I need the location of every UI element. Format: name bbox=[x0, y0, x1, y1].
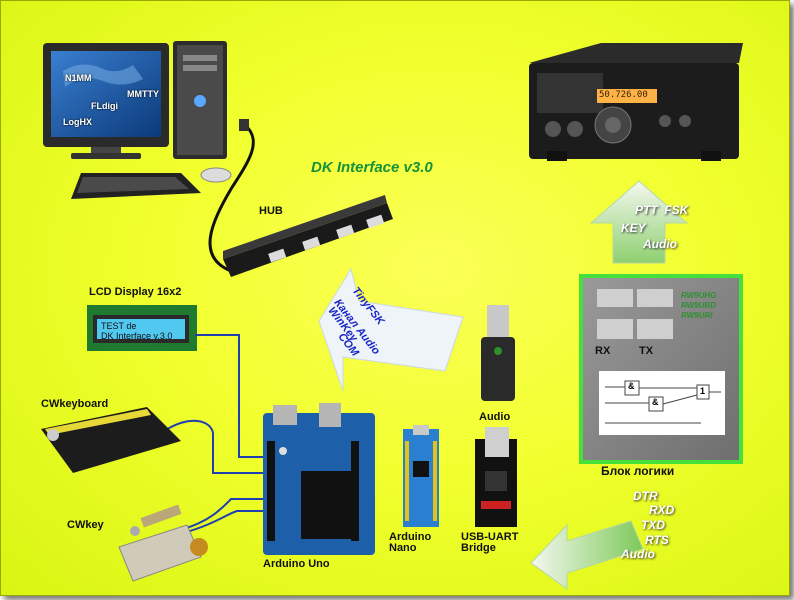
usb-hub bbox=[223, 195, 393, 277]
cwkeyboard-label: CWkeyboard bbox=[41, 398, 109, 410]
dtr-text: DTR bbox=[633, 489, 658, 503]
audio-bottom-text: Audio bbox=[621, 547, 655, 561]
callsign-list: RW9UHG RW9URD RW9URI bbox=[681, 291, 716, 321]
gate-and-1: & bbox=[628, 381, 635, 391]
logic-block-label: Блок логики bbox=[601, 464, 675, 478]
lcd-line-2: DK Interface v.3.0 bbox=[101, 331, 173, 341]
blue-wires bbox=[160, 334, 269, 534]
radio-display: 50.726.00 bbox=[599, 90, 648, 100]
gate-and-2: & bbox=[652, 397, 659, 407]
callsign-1: RW9UHG bbox=[681, 291, 717, 300]
transceiver bbox=[529, 43, 743, 161]
rts-text: RTS bbox=[645, 533, 669, 547]
hub-label: HUB bbox=[259, 205, 283, 217]
app-label-mmtty: MMTTY bbox=[127, 89, 159, 99]
usb-uart-bridge bbox=[475, 427, 517, 527]
up-arrow-radio bbox=[589, 180, 689, 264]
lcd-line-1: TEST de bbox=[101, 321, 137, 331]
lcd-screen-text: TEST de DK Interface v.3.0 bbox=[101, 321, 172, 341]
callsign-2: RW9URD bbox=[681, 301, 716, 310]
key-text: KEY bbox=[621, 221, 646, 235]
app-label-loghx: LogHX bbox=[63, 117, 92, 127]
pc-tower bbox=[173, 41, 227, 159]
arduino-nano-label: Arduino Nano bbox=[389, 531, 432, 554]
diagram-title: DK Interface v3.0 bbox=[311, 159, 433, 176]
ptt-fsk-text: PTT FSK bbox=[635, 203, 689, 217]
rx-label: RX bbox=[595, 345, 611, 357]
arduino-uno bbox=[263, 403, 375, 555]
cw-keyboard bbox=[41, 407, 181, 473]
arduino-nano bbox=[403, 425, 439, 527]
app-label-fldigi: FLdigi bbox=[91, 101, 118, 111]
rxd-text: RXD bbox=[649, 503, 675, 517]
tx-label: TX bbox=[639, 345, 654, 357]
txd-text: TXD bbox=[641, 518, 665, 532]
audio-arrow-text: Audio bbox=[643, 237, 677, 251]
audio-label: Audio bbox=[479, 411, 511, 423]
arduino-uno-label: Arduino Uno bbox=[263, 558, 330, 570]
callsign-3: RW9URI bbox=[681, 311, 713, 320]
center-arrow bbox=[318, 267, 464, 392]
usb-cable-pc bbox=[208, 123, 255, 273]
gate-or: 1 bbox=[700, 386, 706, 396]
lcd-display bbox=[87, 305, 197, 351]
cw-key bbox=[118, 504, 208, 582]
app-label-n1mm: N1MM bbox=[65, 73, 92, 83]
monitor bbox=[43, 43, 169, 159]
lcd-label: LCD Display 16x2 bbox=[89, 286, 182, 298]
usb-sound-card bbox=[481, 305, 515, 401]
logic-panel bbox=[579, 274, 743, 464]
cwkey-label: CWkey bbox=[67, 519, 104, 531]
usb-uart-label: USB-UART Bridge bbox=[461, 531, 519, 554]
bottom-arrow bbox=[530, 520, 644, 590]
